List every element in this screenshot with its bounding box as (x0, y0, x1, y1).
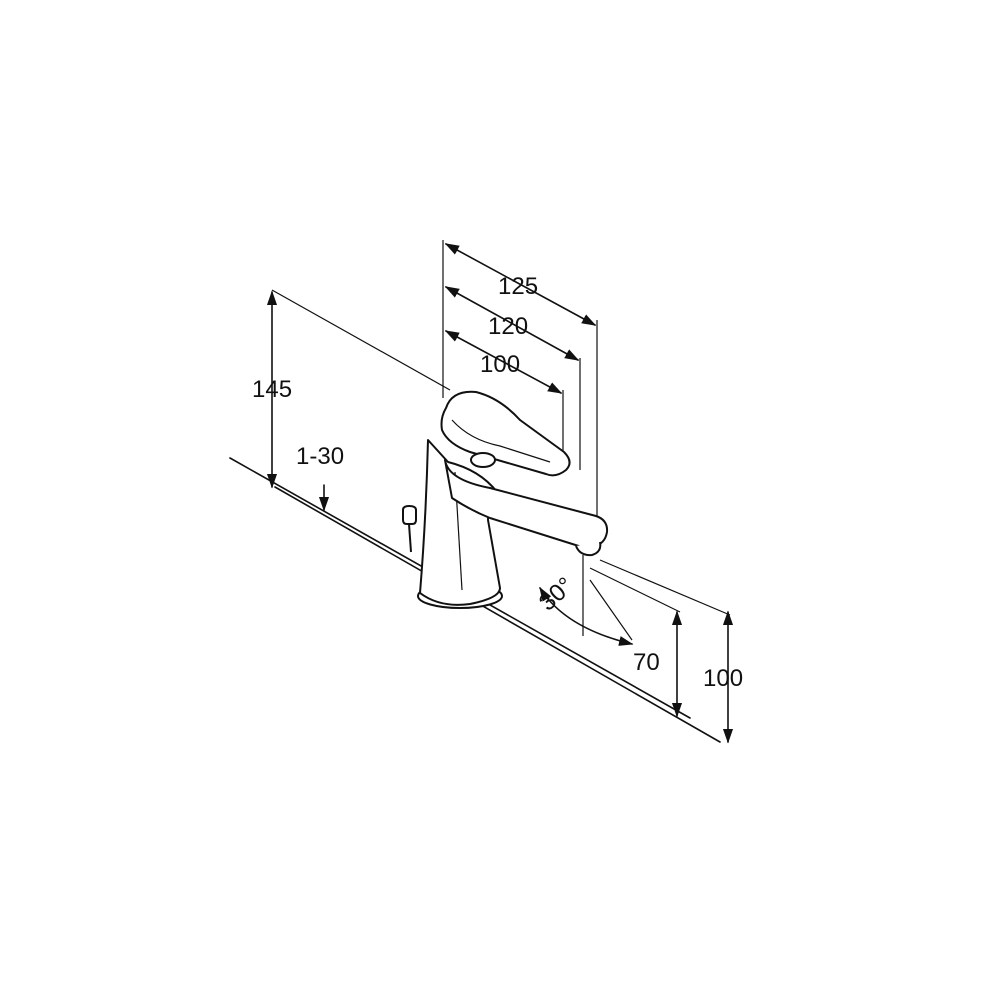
extension-line-top-145 (271, 289, 451, 391)
label-100-right: 100 (703, 665, 743, 692)
swivel-angle (539, 555, 634, 646)
faucet (402, 390, 609, 609)
label-70: 70 (633, 649, 660, 676)
popup-rod-stem (408, 523, 412, 553)
extension-line-spout-100 (599, 559, 731, 616)
top-dimension-lines (444, 243, 597, 394)
popup-rod (402, 505, 417, 525)
dim-line-100-top (444, 330, 563, 394)
label-145: 145 (252, 376, 292, 403)
spout-aerator (575, 541, 602, 557)
dimension-labels: 125 120 100 145 1-30 30° 70 100 (252, 273, 743, 692)
angle-arc (539, 586, 634, 646)
label-125: 125 (498, 273, 538, 300)
extension-line-spout-70 (589, 567, 681, 613)
angle-rotated-line (589, 579, 633, 641)
label-1-30: 1-30 (296, 443, 344, 470)
lever-pivot (470, 452, 496, 468)
countertop-base-edge (274, 486, 721, 743)
lever-contour-line (451, 419, 551, 463)
label-angle-30: 30° (534, 572, 579, 616)
label-120: 120 (488, 313, 528, 340)
vertical-dimension-lines (266, 290, 734, 744)
label-100-top: 100 (480, 351, 520, 378)
lever-handle[interactable] (440, 390, 571, 477)
extension-lines-top (442, 240, 598, 540)
faucet-spout (444, 459, 609, 549)
